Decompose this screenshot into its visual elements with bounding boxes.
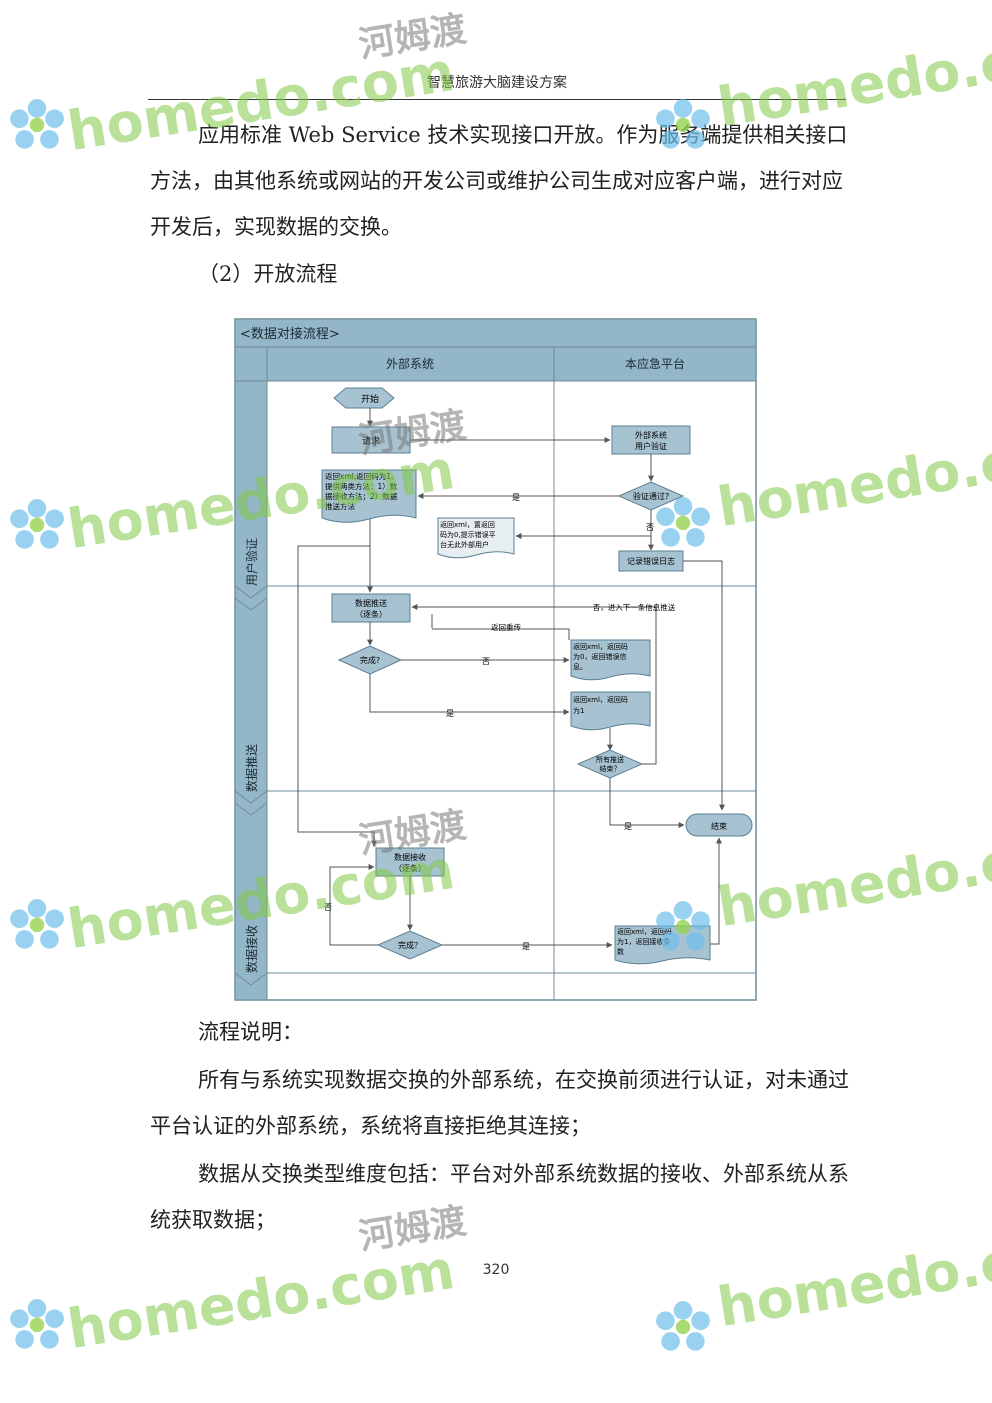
svg-text:返回重传: 返回重传 [491, 622, 521, 632]
svg-text:（逐条）: （逐条） [355, 609, 387, 619]
svg-text:否: 否 [646, 523, 654, 532]
svg-text:完成?: 完成? [360, 655, 380, 665]
page-header: 智慧旅游大脑建设方案 [427, 75, 567, 91]
svg-text:外部系统: 外部系统 [635, 430, 667, 440]
flowchart: <数据对接流程> 外部系统 本应急平台 用户验证 数据推送 数据接收 开始 请求… [234, 318, 757, 1001]
svg-text:否: 否 [482, 657, 490, 666]
watermark-text: homedo.com [63, 1237, 459, 1362]
svg-text:完成？: 完成？ [398, 940, 422, 950]
svg-text:返回xml,返回码为1,: 返回xml,返回码为1, [325, 471, 393, 481]
svg-text:结束？: 结束？ [600, 764, 621, 773]
watermark-logo-icon [10, 1299, 64, 1349]
diagram-title: <数据对接流程> [240, 326, 340, 342]
header-rule [148, 99, 846, 100]
svg-text:为1，返回接收条: 为1，返回接收条 [617, 937, 670, 946]
svg-text:息。: 息。 [573, 662, 587, 671]
section-heading: （2）开放流程 [198, 262, 338, 286]
paragraph-flow-note: 流程说明： [198, 1020, 303, 1044]
svg-text:台无此外部用户: 台无此外部用户 [440, 540, 489, 549]
node-return-err [437, 517, 515, 559]
svg-text:数: 数 [617, 947, 624, 956]
node-end [685, 813, 753, 837]
svg-text:所有推送: 所有推送 [596, 755, 624, 764]
node-return-ok [321, 469, 417, 523]
svg-text:请求: 请求 [362, 435, 380, 447]
phase-label-auth: 用户验证 [244, 538, 259, 586]
svg-text:返回xml，返回码: 返回xml，返回码 [573, 643, 628, 651]
svg-text:是: 是 [446, 709, 454, 718]
watermark-logo-icon [656, 1301, 710, 1351]
paragraph-intro: 应用标准 Web Service 技术实现接口开放。作为服务端提供相关接口方法，… [150, 123, 848, 239]
svg-text:否，进入下一条信息推送: 否，进入下一条信息推送 [593, 602, 676, 612]
svg-text:是: 是 [624, 822, 632, 831]
node-start [333, 387, 395, 409]
svg-text:否: 否 [324, 903, 332, 912]
svg-text:提供两类方法：1）数: 提供两类方法：1）数 [325, 481, 398, 491]
svg-text:返回xml，返回码: 返回xml，返回码 [617, 928, 672, 936]
svg-text:为0，返回错误信: 为0，返回错误信 [573, 652, 626, 661]
diagram-title-bar [234, 318, 757, 348]
node-push-fail [570, 639, 651, 681]
svg-text:开始: 开始 [361, 393, 379, 405]
svg-text:数据接收: 数据接收 [394, 852, 426, 862]
svg-text:为1: 为1 [573, 706, 584, 715]
svg-text:据接收方法；2）数据: 据接收方法；2）数据 [325, 491, 398, 501]
svg-text:推送方法: 推送方法 [325, 501, 355, 511]
node-data-receive [375, 847, 445, 877]
svg-text:记录错误日志: 记录错误日志 [627, 556, 675, 566]
node-request [331, 426, 411, 454]
svg-text:是: 是 [522, 942, 530, 951]
node-verify [617, 481, 685, 511]
paragraph-exchange-note: 数据从交换类型维度包括：平台对外部系统数据的接收、外部系统从系统获取数据； [150, 1162, 849, 1232]
node-data-push [331, 593, 411, 623]
svg-text:数据推送: 数据推送 [355, 598, 387, 608]
svg-text:（逐条）: （逐条） [394, 863, 426, 873]
page-number: 320 [482, 1262, 510, 1278]
phase-label-receive: 数据接收 [244, 925, 259, 973]
node-push-ok [570, 691, 651, 731]
svg-text:结束: 结束 [711, 821, 727, 831]
watermark-logo-icon [10, 499, 64, 549]
lane-label-platform: 本应急平台 [625, 356, 685, 371]
lane-header-platform [553, 346, 757, 382]
phase-label-push: 数据推送 [244, 744, 259, 792]
watermark-name: 河姆渡 [356, 8, 470, 67]
svg-text:码为0,提示错误平: 码为0,提示错误平 [440, 530, 496, 539]
svg-text:验证通过?: 验证通过? [633, 491, 669, 501]
watermark-logo-icon [10, 99, 64, 149]
paragraph-auth-note: 所有与系统实现数据交换的外部系统，在交换前须进行认证，对未通过平台认证的外部系统… [150, 1068, 849, 1138]
lane-label-external: 外部系统 [386, 356, 434, 371]
svg-text:返回xml，返回码: 返回xml，返回码 [573, 696, 628, 704]
watermark-logo-icon [10, 899, 64, 949]
svg-text:返回xml，置返回: 返回xml，置返回 [440, 521, 495, 529]
svg-text:是: 是 [512, 493, 520, 502]
svg-text:用户验证: 用户验证 [635, 441, 667, 451]
